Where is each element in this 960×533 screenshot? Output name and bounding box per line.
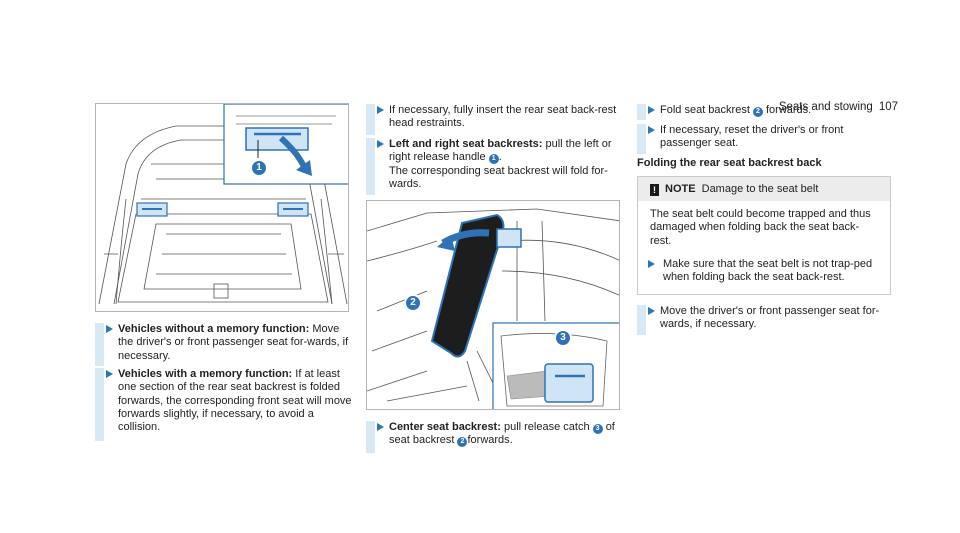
step-bar xyxy=(637,104,646,120)
step-heading: Left and right seat backrests: xyxy=(389,138,543,150)
step-arrow-icon xyxy=(648,126,655,134)
step-fold-backrest: Fold seat backrest 2 forwards. xyxy=(637,104,891,120)
step-arrow-icon xyxy=(377,423,384,431)
step-bar xyxy=(366,421,375,453)
warning-icon: ! xyxy=(650,184,659,196)
step-heading: Vehicles with a memory function: xyxy=(118,368,293,380)
step-text: pull release catch xyxy=(503,421,590,433)
step-text: pull the left or right release handle xyxy=(389,138,612,164)
note-header: ! NOTE Damage to the seat belt xyxy=(638,177,890,201)
step-text-end: . xyxy=(498,151,502,164)
callout-1: 1 xyxy=(250,159,268,177)
section-name: Seats and stowing xyxy=(778,101,873,113)
step-arrow-icon xyxy=(648,307,655,315)
step-center-backrest: Center seat backrest: pull release catch… xyxy=(366,421,620,453)
step-insert-head-restraints: If necessary, fully insert the rear seat… xyxy=(366,104,620,135)
step-bar xyxy=(95,368,104,441)
step-bar xyxy=(637,124,646,154)
callout-2: 2 xyxy=(404,294,422,312)
step-reset-seat: If necessary, reset the driver's or fron… xyxy=(637,124,891,154)
step-text: If necessary, fully insert the rear seat… xyxy=(389,104,617,130)
step-bar xyxy=(637,305,646,335)
step-arrow-icon xyxy=(106,325,113,333)
note-body: The seat belt could become trapped and t… xyxy=(650,208,871,247)
step-heading: Vehicles without a memory function: xyxy=(118,323,310,335)
step-vehicles-without-memory: Vehicles without a memory function: Move… xyxy=(95,323,353,366)
step-left-right-backrests: Left and right seat backrests: pull the … xyxy=(366,138,620,195)
callout-ref-3: 3 xyxy=(592,424,603,434)
note-title: Damage to the seat belt xyxy=(701,183,819,195)
page-number: 107 xyxy=(878,101,898,113)
note-box: ! NOTE Damage to the seat belt The seat b… xyxy=(637,176,891,295)
trunk-release-handle-illustration xyxy=(98,104,348,305)
callout-ref-2: 2 xyxy=(752,107,763,117)
step-arrow-icon xyxy=(377,106,384,114)
step-vehicles-with-memory: Vehicles with a memory function: If at l… xyxy=(95,368,353,441)
step-arrow-icon xyxy=(648,106,655,114)
step-text: forwards. xyxy=(467,434,513,447)
callout-ref-2: 2 xyxy=(457,437,468,448)
rear-seat-backrest-illustration xyxy=(367,208,619,409)
step-arrow-icon xyxy=(377,140,384,148)
step-text-result: The corresponding seat backrest will fol… xyxy=(389,164,608,190)
step-bar xyxy=(366,138,375,195)
note-label: NOTE xyxy=(665,183,696,195)
step-text: forwards. xyxy=(766,104,812,116)
step-text: Move the driver's or front passenger sea… xyxy=(118,323,349,362)
callout-ref-1: 1 xyxy=(488,154,499,165)
note-step-text: Make sure that the seat belt is not trap… xyxy=(663,257,873,284)
callout-3: 3 xyxy=(554,329,572,347)
step-arrow-icon xyxy=(106,370,113,378)
trunk-illustration: 1 xyxy=(95,103,349,312)
section-title: Folding the rear seat backrest back xyxy=(637,157,822,169)
step-heading: Center seat backrest: xyxy=(389,421,501,433)
step-text: Fold seat backrest xyxy=(660,104,750,116)
step-text: If at least one section of the rear seat… xyxy=(118,368,352,434)
step-bar xyxy=(366,104,375,135)
page-header: Seats and stowing 107 xyxy=(779,101,898,113)
step-text: of seat backrest xyxy=(389,421,615,447)
step-arrow-icon xyxy=(648,259,655,268)
step-text: If necessary, reset the driver's or fron… xyxy=(660,124,844,150)
step-move-seat-forward: Move the driver's or front passenger sea… xyxy=(637,305,891,335)
seat-backrest-illustration: 2 3 xyxy=(366,200,620,410)
step-text: Move the driver's or front passenger sea… xyxy=(660,305,880,331)
note-step: Make sure that the seat belt is not trap… xyxy=(638,258,890,285)
step-bar xyxy=(95,323,104,366)
